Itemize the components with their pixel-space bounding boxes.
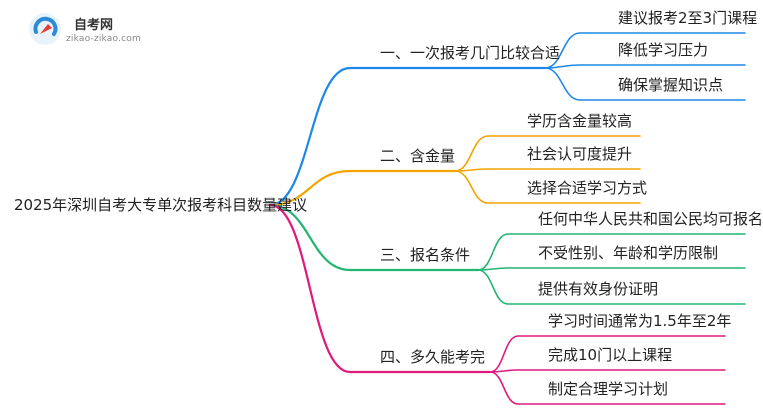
- branch-3-child-2-connector: [477, 267, 746, 271]
- branch-3-child-1-connector: [477, 233, 746, 271]
- branch-2-child-1-connector: [454, 135, 641, 172]
- branch-4-child-2: 完成10门以上课程: [548, 346, 673, 364]
- branch-1-child-3-connector: [544, 67, 746, 101]
- branch-2-child-3-connector: [454, 170, 641, 204]
- branch-1-child-1-connector: [544, 32, 746, 69]
- branch-3-topic: 三、报名条件: [380, 246, 471, 264]
- branch-4-child-1: 学习时间通常为1.5年至2年: [548, 312, 732, 330]
- branch-4-child-1-connector: [489, 335, 726, 373]
- branch-3-child-2: 不受性别、年龄和学历限制: [538, 244, 719, 262]
- branch-1-child-2-connector: [544, 64, 746, 69]
- branch-4-topic: 四、多久能考完: [380, 348, 486, 366]
- logo-badge-icon: [29, 13, 61, 45]
- branch-2-child-2: 社会认可度提升: [527, 145, 633, 163]
- branch-2-child-1: 学历含金量较高: [527, 112, 633, 130]
- branch-1-topic: 一、一次报考几门比较合适: [380, 44, 561, 62]
- root-topic: 2025年深圳自考大专单次报考科目数量建议: [14, 196, 308, 214]
- branch-2-connector: [268, 169, 457, 207]
- branch-1-child-3: 确保掌握知识点: [618, 76, 724, 94]
- site-logo: 自考网 zikao-zikao.com: [28, 10, 158, 50]
- branch-3-child-3-connector: [477, 269, 746, 305]
- branch-3-connector: [268, 203, 480, 272]
- branch-2-topic: 二、含金量: [380, 147, 456, 165]
- branch-3-child-1: 任何中华人民共和国公民均可报名: [538, 210, 763, 228]
- branch-2-child-3: 选择合适学习方式: [527, 179, 648, 197]
- branch-2-child-2-connector: [454, 168, 641, 172]
- logo-subtitle: zikao-zikao.com: [66, 34, 141, 44]
- branch-3-child-3: 提供有效身份证明: [538, 280, 659, 298]
- branch-4-connector: [268, 203, 492, 374]
- branch-4-child-3: 制定合理学习计划: [548, 380, 669, 398]
- branch-1-connector: [268, 66, 547, 207]
- branch-4-child-3-connector: [489, 371, 726, 405]
- branch-1-child-1: 建议报考2至3门课程: [618, 9, 758, 27]
- logo-title: 自考网: [74, 18, 114, 33]
- branch-1-child-2: 降低学习压力: [618, 41, 709, 59]
- branch-4-child-2-connector: [489, 369, 726, 373]
